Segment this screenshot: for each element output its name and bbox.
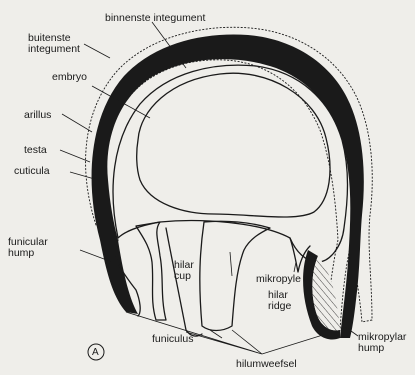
label-mikropylar-hump-line2: hump	[358, 343, 384, 354]
label-binnenste-integument: binnenste integument	[105, 13, 205, 24]
label-mikropyle: mikropyle	[256, 274, 301, 285]
label-cuticula: cuticula	[14, 166, 50, 177]
label-arillus: arillus	[24, 110, 51, 121]
panel-letter: A	[92, 347, 99, 358]
label-testa: testa	[24, 145, 47, 156]
label-funiculus: funiculus	[152, 334, 193, 345]
label-hilumweefsel: hilumweefsel	[236, 359, 297, 370]
label-hilar-ridge-line2: ridge	[268, 301, 291, 312]
label-funicular-hump-line2: hump	[8, 248, 34, 259]
label-embryo: embryo	[52, 72, 87, 83]
label-buitenste-integument-line2: integument	[28, 44, 80, 55]
funicular-hump-testa	[100, 240, 138, 314]
label-hilar-cup-line2: cup	[174, 271, 191, 282]
hilar-cup	[166, 228, 202, 336]
